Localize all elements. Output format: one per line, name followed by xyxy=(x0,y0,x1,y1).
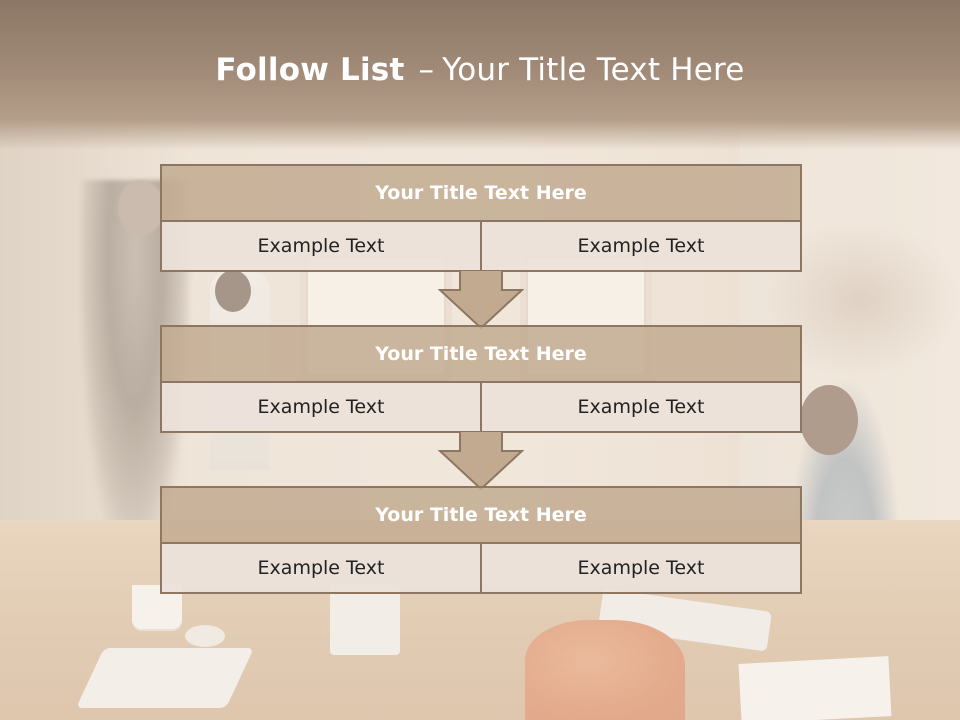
step-block: Your Title Text Here Example Text Exampl… xyxy=(160,164,802,272)
step-title[interactable]: Your Title Text Here xyxy=(160,164,802,222)
background-person-middle-head xyxy=(215,270,251,312)
step-title[interactable]: Your Title Text Here xyxy=(160,486,802,544)
background-monitor xyxy=(330,585,400,655)
step-row: Example Text Example Text xyxy=(160,222,802,272)
background-person-right-head xyxy=(800,385,858,455)
step-cell-right[interactable]: Example Text xyxy=(480,383,800,431)
step-block: Your Title Text Here Example Text Exampl… xyxy=(160,486,802,594)
down-arrow-icon xyxy=(438,431,524,491)
background-mouse xyxy=(185,625,225,647)
step-block: Your Title Text Here Example Text Exampl… xyxy=(160,325,802,433)
step-cell-left[interactable]: Example Text xyxy=(162,544,480,592)
title-bar: Follow List–Your Title Text Here xyxy=(0,0,960,150)
step-cell-right[interactable]: Example Text xyxy=(480,544,800,592)
slide-title-separator: – xyxy=(418,52,435,88)
slide-title-rest: Your Title Text Here xyxy=(442,52,745,88)
slide-title[interactable]: Follow List–Your Title Text Here xyxy=(0,52,960,88)
down-arrow-icon xyxy=(438,270,524,330)
step-cell-left[interactable]: Example Text xyxy=(162,383,480,431)
step-row: Example Text Example Text xyxy=(160,383,802,433)
step-row: Example Text Example Text xyxy=(160,544,802,594)
background-person-left-head xyxy=(118,180,164,236)
step-cell-right[interactable]: Example Text xyxy=(480,222,800,270)
background-orange-cloth xyxy=(525,620,685,720)
step-title[interactable]: Your Title Text Here xyxy=(160,325,802,383)
step-cell-left[interactable]: Example Text xyxy=(162,222,480,270)
slide-title-bold: Follow List xyxy=(215,52,405,88)
